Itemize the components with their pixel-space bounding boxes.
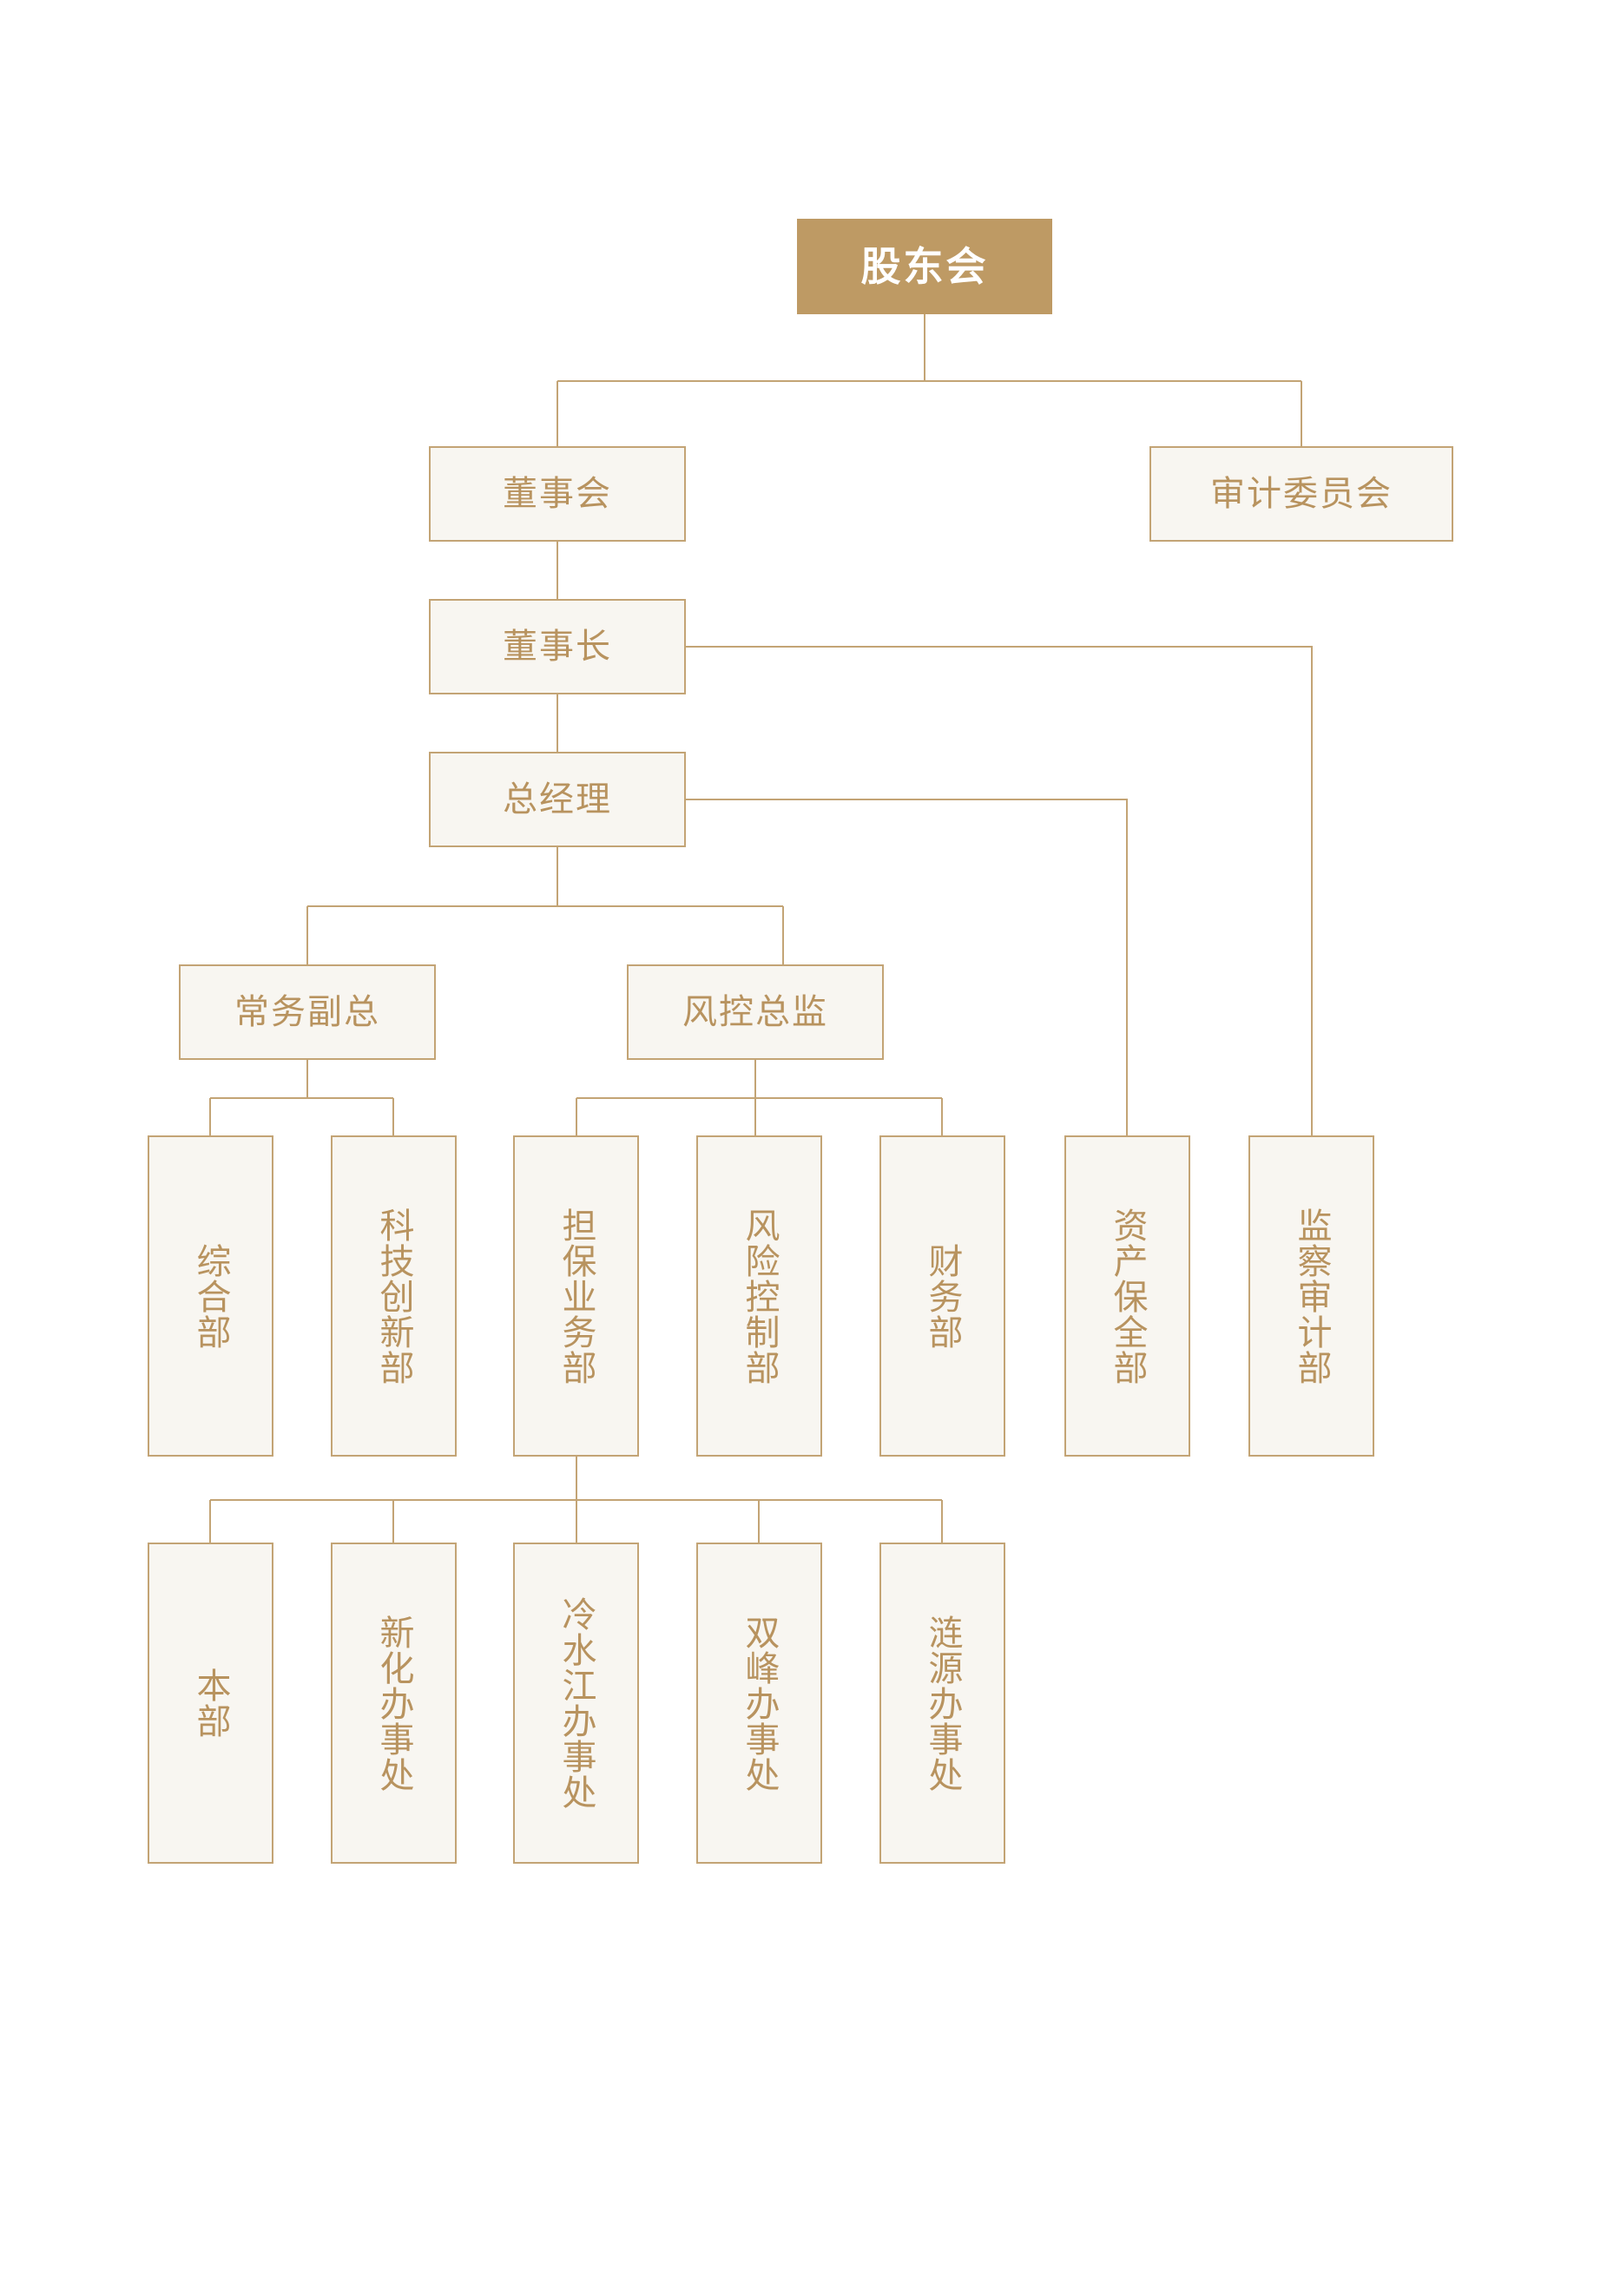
node-label: 股东会 bbox=[860, 243, 989, 290]
node-label: 资产保全部 bbox=[1107, 1207, 1148, 1385]
connector-danbao-split bbox=[209, 1457, 943, 1543]
node-fengkong-zongjian: 风控总监 bbox=[627, 964, 884, 1060]
node-label: 科技创新部 bbox=[373, 1207, 414, 1385]
node-dongshizhang: 董事长 bbox=[429, 599, 686, 694]
node-fengxian-kongzhi-bu: 风险控制部 bbox=[696, 1135, 822, 1457]
node-benbu: 本部 bbox=[148, 1543, 273, 1864]
node-label: 风控总监 bbox=[682, 992, 828, 1032]
connector-gudonghui-split bbox=[557, 314, 1302, 446]
node-gudonghui: 股东会 bbox=[797, 219, 1052, 314]
node-dongshihui: 董事会 bbox=[429, 446, 686, 542]
node-caiwu-bu: 财务部 bbox=[879, 1135, 1005, 1457]
node-label: 冷水江办事处 bbox=[556, 1596, 596, 1810]
connector-zongjingli-split bbox=[306, 847, 784, 964]
node-shuangfeng-banshichu: 双峰办事处 bbox=[696, 1543, 822, 1864]
node-zichan-baoquan-bu: 资产保全部 bbox=[1064, 1135, 1190, 1457]
node-label: 综合部 bbox=[190, 1242, 231, 1350]
node-label: 新化办事处 bbox=[373, 1614, 414, 1793]
node-label: 总经理 bbox=[503, 780, 612, 819]
node-label: 双峰办事处 bbox=[739, 1614, 780, 1793]
node-label: 董事长 bbox=[503, 627, 612, 667]
node-lengshuijiang-banshichu: 冷水江办事处 bbox=[513, 1543, 639, 1864]
node-label: 担保业务部 bbox=[556, 1207, 596, 1385]
node-label: 董事会 bbox=[503, 474, 612, 514]
node-lianyuan-banshichu: 涟源办事处 bbox=[879, 1543, 1005, 1864]
connector-fengkong-split bbox=[576, 1060, 943, 1135]
connector-changwu-split bbox=[209, 1060, 394, 1135]
node-zongjingli: 总经理 bbox=[429, 752, 686, 847]
node-xinhua-banshichu: 新化办事处 bbox=[331, 1543, 457, 1864]
connector-zongjingli-zichan bbox=[686, 799, 1128, 1135]
node-label: 本部 bbox=[190, 1668, 231, 1739]
node-jiancha-shenji-bu: 监察审计部 bbox=[1248, 1135, 1374, 1457]
node-label: 监察审计部 bbox=[1291, 1207, 1332, 1385]
node-changwu-fuzong: 常务副总 bbox=[179, 964, 436, 1060]
node-label: 涟源办事处 bbox=[922, 1614, 963, 1793]
node-danbao-yewu-bu: 担保业务部 bbox=[513, 1135, 639, 1457]
node-shenji-weiyuanhui: 审计委员会 bbox=[1149, 446, 1453, 542]
node-label: 财务部 bbox=[922, 1242, 963, 1350]
connector-dongshizhang-jiancha bbox=[686, 646, 1313, 1135]
node-zonghe-bu: 综合部 bbox=[148, 1135, 273, 1457]
node-keji-chuangxin-bu: 科技创新部 bbox=[331, 1135, 457, 1457]
node-label: 风险控制部 bbox=[739, 1207, 780, 1385]
node-label: 审计委员会 bbox=[1210, 474, 1393, 514]
node-label: 常务副总 bbox=[234, 992, 380, 1032]
